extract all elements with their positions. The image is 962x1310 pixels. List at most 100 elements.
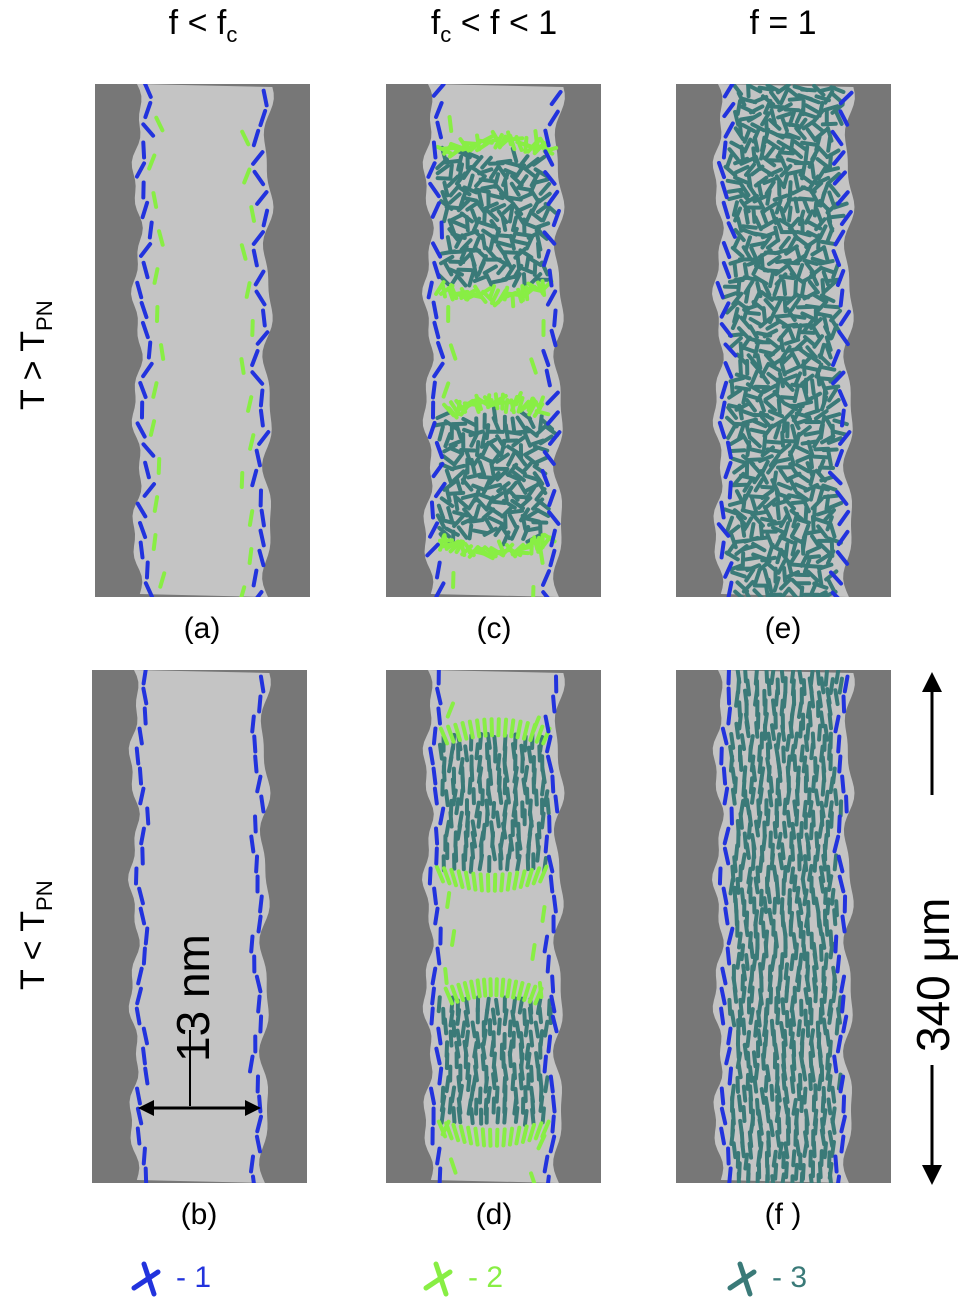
species-1-molecule: [841, 694, 847, 714]
species-2-molecule: [456, 869, 465, 889]
species-3-molecule: [786, 854, 793, 873]
species-3-molecule: [821, 853, 828, 872]
species-3-molecule: [523, 764, 530, 783]
species-3-molecule: [751, 764, 757, 783]
species-1-molecule: [549, 528, 557, 548]
species-3-molecule: [518, 191, 535, 201]
species-3-molecule: [830, 429, 848, 437]
species-3-molecule: [735, 279, 742, 297]
species-3-molecule: [769, 1083, 775, 1102]
species-2-molecule: [445, 539, 460, 550]
species-1-molecule: [546, 854, 555, 874]
species-3-molecule: [812, 590, 828, 597]
species-3-molecule: [469, 431, 479, 448]
species-3-molecule: [805, 345, 818, 360]
species-1-molecule: [134, 161, 147, 179]
species-3-molecule: [516, 832, 523, 851]
species-2-molecule: [509, 718, 516, 739]
species-3-molecule: [751, 1050, 758, 1069]
species-3-molecule: [774, 216, 784, 233]
species-1-molecule: [838, 1074, 846, 1094]
species-3-molecule: [801, 943, 807, 962]
species-3-molecule: [440, 189, 449, 207]
species-3-molecule: [766, 577, 774, 595]
species-3-molecule: [455, 1008, 462, 1026]
species-3-molecule: [502, 485, 509, 503]
species-3-molecule: [775, 503, 781, 521]
species-3-molecule: [790, 382, 808, 389]
species-2-molecule: [449, 867, 458, 888]
species-3-molecule: [794, 411, 812, 420]
species-3-molecule: [819, 395, 829, 412]
species-3-molecule: [811, 121, 826, 134]
species-3-molecule: [477, 460, 487, 477]
species-3-molecule: [742, 477, 754, 493]
species-3-molecule: [817, 562, 834, 571]
species-3-molecule: [511, 996, 518, 1015]
species-3-molecule: [779, 395, 797, 401]
species-3-molecule: [797, 196, 815, 202]
species-1-molecule: [839, 209, 853, 227]
species-3-molecule: [485, 209, 500, 223]
species-2-molecule: [448, 539, 463, 554]
species-3-molecule: [817, 918, 824, 937]
species-3-molecule: [747, 744, 753, 763]
species-3-molecule: [515, 231, 533, 238]
species-3-molecule: [747, 975, 754, 994]
species-3-molecule: [805, 545, 822, 555]
species-2-molecule: [154, 115, 165, 133]
species-3-molecule: [466, 1097, 473, 1116]
species-3-molecule: [501, 530, 511, 547]
species-1-molecule: [722, 101, 736, 119]
species-1-molecule: [251, 230, 265, 246]
species-3-molecule: [808, 484, 817, 502]
species-2-molecule: [531, 866, 542, 886]
species-3-molecule: [527, 1006, 534, 1025]
species-3-molecule: [810, 534, 822, 549]
species-1-molecule: [250, 348, 260, 368]
species-3-molecule: [475, 440, 481, 458]
species-3-molecule: [775, 1129, 782, 1148]
species-3-molecule: [743, 670, 748, 684]
species-3-molecule: [826, 864, 831, 883]
species-3-molecule: [776, 397, 782, 415]
species-3-molecule: [538, 414, 544, 431]
species-1-molecule: [547, 109, 560, 127]
species-3-molecule: [832, 853, 839, 872]
species-2-molecule: [453, 722, 462, 743]
species-3-molecule: [448, 1029, 454, 1048]
species-1-molecule: [542, 934, 550, 954]
species-1-molecule: [256, 994, 262, 1014]
species-1-molecule: [550, 774, 556, 794]
species-3-molecule: [794, 885, 801, 904]
species-1-molecule: [546, 1034, 553, 1054]
species-3-molecule: [744, 953, 750, 971]
species-2-molecule: [529, 357, 538, 375]
pore-width-label: 13 nm: [167, 934, 219, 1062]
species-1-molecule: [435, 946, 442, 966]
species-3-molecule: [757, 454, 774, 464]
species-2-molecule: [482, 977, 488, 998]
species-3-molecule: [784, 985, 790, 1004]
species-1-molecule: [258, 108, 268, 128]
species-2-molecule: [538, 547, 545, 565]
species-1-molecule: [841, 1094, 847, 1114]
species-1-molecule: [542, 1154, 550, 1174]
species-3-molecule: [455, 1028, 462, 1047]
species-2-molecule: [521, 721, 530, 741]
species-3-molecule: [532, 455, 549, 465]
species-3-molecule: [751, 206, 757, 224]
species-3-molecule: [482, 526, 499, 537]
species-1-molecule: [719, 1106, 728, 1126]
species-3-molecule: [742, 275, 760, 282]
species-3-molecule: [817, 723, 823, 742]
species-3-molecule: [726, 405, 739, 420]
species-3-molecule: [826, 698, 833, 717]
species-1-molecule: [141, 260, 150, 280]
species-3-molecule: [505, 853, 511, 872]
species-2-molecule: [445, 891, 452, 909]
species-3-molecule: [750, 510, 768, 517]
species-3-molecule: [827, 152, 834, 170]
species-2-molecule: [443, 986, 454, 1006]
species-3-molecule: [744, 842, 751, 860]
